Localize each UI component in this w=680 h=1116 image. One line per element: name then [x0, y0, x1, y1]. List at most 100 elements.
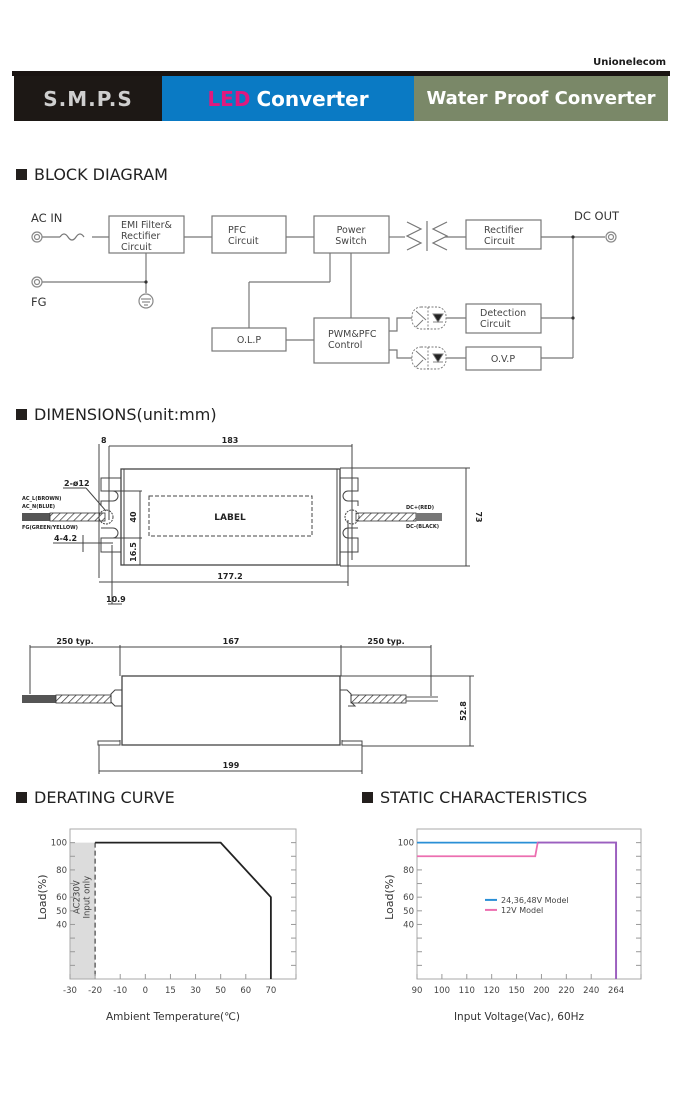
block-pfc-text: Circuit: [228, 236, 259, 247]
y-tick-label: 80: [403, 866, 414, 876]
x-tick-label: 100: [434, 986, 450, 996]
dim-250-left: 250 typ.: [56, 637, 93, 646]
block-pfc-text: PFC: [228, 225, 246, 236]
block-pwm-pfc: [313, 317, 390, 364]
x-tick-label: -10: [113, 986, 127, 996]
x-tick-label: 110: [459, 986, 475, 996]
label-text: LABEL: [214, 513, 246, 523]
x-tick-label: 70: [265, 986, 276, 996]
dim-73: 73: [474, 511, 483, 522]
bullet-square-icon: [16, 169, 27, 180]
section-title-text: DIMENSIONS(unit:mm): [34, 405, 217, 424]
block-olp-text: O.L.P: [237, 335, 261, 346]
ground-icon: [138, 293, 154, 309]
header-top-rule: [12, 71, 670, 76]
left-cable: [49, 512, 106, 522]
dim-hole-2: 2-ø12: [64, 479, 90, 488]
dc-out-label: DC OUT: [574, 209, 620, 223]
tab-smps-label: S.M.P.S: [43, 86, 133, 111]
tab-smps[interactable]: S.M.P.S: [14, 76, 162, 121]
tab-led-prefix: LED: [207, 86, 251, 111]
plot-frame: [69, 828, 297, 980]
block-power-switch: [313, 215, 390, 254]
x-tick-label: -30: [63, 986, 77, 996]
x-tick-label: 120: [484, 986, 500, 996]
dim-10-9: 10.9: [106, 595, 126, 604]
block-rectifier-text: Rectifier: [484, 225, 523, 236]
optocoupler-icon: [411, 306, 447, 330]
dim-177-2: 177.2: [217, 572, 242, 581]
region-label: Input only: [83, 876, 93, 919]
dim-8: 8: [101, 436, 107, 445]
section-title-block-diagram: BLOCK DIAGRAM: [16, 165, 168, 184]
block-ovp: [465, 346, 542, 371]
dim-16-5: 16.5: [129, 542, 138, 562]
bullet-square-icon: [16, 792, 27, 803]
dc-out-terminal-icon: [605, 231, 617, 243]
left-cable: [55, 694, 112, 704]
block-ovp-text: O.V.P: [491, 354, 515, 365]
block-emi-text: Rectifier: [121, 231, 160, 242]
x-tick-label: 15: [165, 986, 176, 996]
x-axis-title: Input Voltage(Vac), 60Hz: [454, 1011, 585, 1023]
y-tick-label: 40: [403, 920, 414, 930]
block-emi-filter: [108, 215, 185, 254]
block-pfc: [211, 215, 287, 254]
tab-water-proof-converter[interactable]: Water Proof Converter: [414, 76, 668, 121]
dim-40: 40: [129, 511, 138, 523]
wire-label-dc-minus: DC-(BLACK): [406, 524, 439, 530]
left-wire-ends: [22, 695, 56, 703]
dim-hole-4: 4-4.2: [54, 534, 77, 543]
fuse-icon: [59, 233, 85, 241]
block-pwm-text: Control: [328, 340, 362, 351]
block-olp: [211, 327, 287, 352]
brand-name: Unionelecom: [593, 57, 666, 68]
right-wire-ends: [416, 513, 442, 521]
transformer-primary: [405, 221, 423, 251]
block-detection-text: Detection: [480, 308, 526, 319]
x-tick-label: 220: [558, 986, 574, 996]
region-label: AC230V: [73, 880, 83, 914]
y-tick-label: 60: [403, 893, 414, 903]
case-outline: [120, 468, 341, 566]
bullet-square-icon: [362, 792, 373, 803]
ac-in-label: AC IN: [31, 211, 62, 225]
legend-label: 12V Model: [501, 906, 543, 915]
x-tick-label: 60: [240, 986, 251, 996]
y-axis-title: Load(%): [36, 874, 49, 919]
series-overlap-line: [537, 841, 618, 979]
dim-52-8: 52.8: [459, 701, 468, 721]
x-tick-label: 0: [143, 986, 148, 996]
dim-183: 183: [222, 436, 239, 445]
wire-label-fg: FG(GREEN/YELLOW): [22, 525, 78, 531]
block-detection: [465, 303, 542, 334]
wire-label-ac-n: AC_N(BLUE): [22, 504, 55, 510]
right-cable: [350, 694, 407, 704]
x-axis-title: Ambient Temperature(℃): [106, 1011, 240, 1023]
optocoupler-icon: [411, 346, 447, 370]
ac-in-terminal-icon: [31, 231, 43, 243]
x-tick-label: 90: [412, 986, 423, 996]
fg-terminal-icon: [31, 276, 43, 288]
transformer-secondary: [431, 221, 449, 251]
wire-label-ac-l: AC_L(BROWN): [22, 496, 61, 502]
case-side-outline: [121, 675, 341, 746]
series-line-0: [95, 841, 272, 979]
block-power-switch-text: Power: [337, 225, 366, 236]
tab-led-label: Converter: [256, 86, 369, 111]
y-tick-label: 100: [398, 839, 414, 849]
dim-167: 167: [223, 637, 240, 646]
y-axis-title: Load(%): [383, 874, 396, 919]
block-detection-text: Circuit: [480, 319, 511, 330]
wire-label-dc-plus: DC+(RED): [406, 505, 434, 511]
section-title-text: BLOCK DIAGRAM: [34, 165, 168, 184]
bullet-square-icon: [16, 409, 27, 420]
block-rectifier-text: Circuit: [484, 236, 515, 247]
fg-label: FG: [31, 295, 47, 309]
y-tick-label: 100: [51, 839, 67, 849]
dimension-side-view: 250 typ. 167 250 typ. 199 52.8: [22, 637, 474, 774]
left-wire-ends: [22, 513, 50, 521]
block-rectifier: [465, 219, 542, 250]
